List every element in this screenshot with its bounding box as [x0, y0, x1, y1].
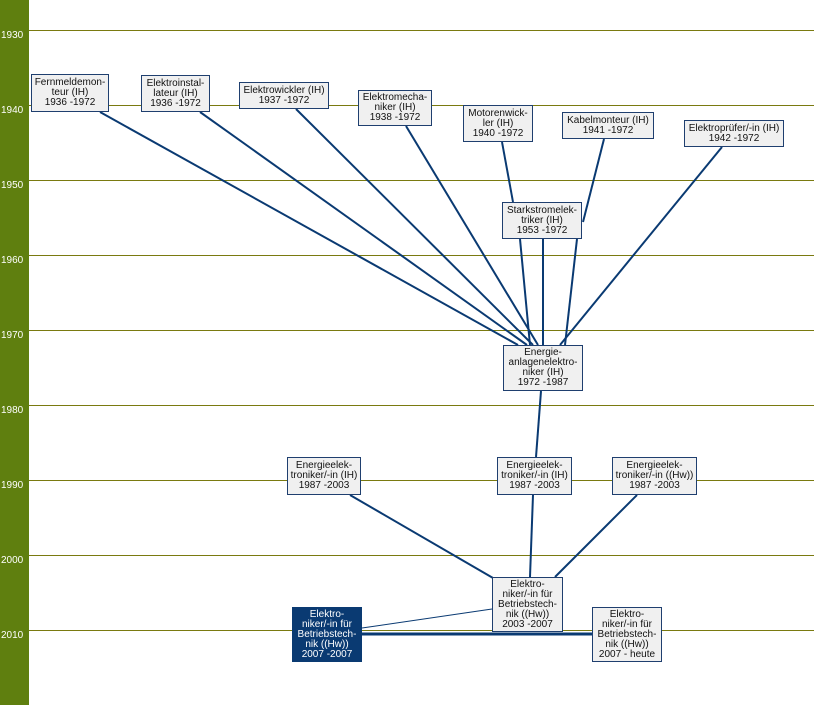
- occupation-node[interactable]: Kabelmonteur (IH)1941 -1972: [562, 112, 654, 139]
- occupation-node[interactable]: Elektrowickler (IH)1937 -1972: [239, 82, 329, 109]
- node-title: Energieelek- troniker/-in ((Hw)): [615, 460, 694, 481]
- node-title: Energieelek- troniker/-in (IH): [290, 460, 358, 481]
- node-period: 1936 -1972: [44, 97, 96, 108]
- occupation-node[interactable]: Elektromecha- niker (IH)1938 -1972: [358, 90, 432, 126]
- link: [529, 494, 534, 578]
- occupation-node[interactable]: Energieelek- troniker/-in ((Hw))1987 -20…: [612, 457, 697, 495]
- occupation-node[interactable]: Elektro- niker/-in für Betriebstech- nik…: [592, 607, 662, 662]
- year-gridline: [29, 480, 814, 481]
- link: [554, 494, 638, 578]
- occupation-node[interactable]: Elektroprüfer/-in (IH)1942 -1972: [684, 120, 784, 147]
- occupation-node[interactable]: Elektro- niker/-in für Betriebstech- nik…: [492, 577, 563, 632]
- link: [295, 108, 534, 346]
- year-gridline: [29, 630, 814, 631]
- year-label: 1940: [1, 105, 24, 116]
- year-gridline: [29, 30, 814, 31]
- occupation-node[interactable]: Energieelek- troniker/-in (IH)1987 -2003: [497, 457, 572, 495]
- node-title: Starkstromelek- triker (IH): [506, 204, 577, 226]
- link: [405, 125, 539, 346]
- node-title: Elektrowickler (IH): [243, 84, 325, 96]
- link: [519, 238, 531, 346]
- year-gridline: [29, 555, 814, 556]
- year-label: 1950: [1, 180, 24, 191]
- link: [559, 146, 723, 346]
- occupation-node[interactable]: Energieelek- troniker/-in (IH)1987 -2003: [287, 457, 361, 495]
- year-gridline: [29, 255, 814, 256]
- node-period: 1937 -1972: [258, 94, 310, 106]
- year-label: 1960: [1, 255, 24, 266]
- link: [564, 238, 578, 346]
- link: [361, 608, 493, 629]
- link: [535, 390, 542, 458]
- node-period: 2007 -2007: [301, 648, 353, 660]
- node-period: 1972 -1987: [517, 377, 569, 388]
- node-period: 1942 -1972: [708, 132, 760, 144]
- link: [349, 494, 494, 579]
- year-gridline: [29, 330, 814, 331]
- node-title: Elektromecha- niker (IH): [362, 92, 428, 113]
- year-gridline: [29, 180, 814, 181]
- node-title: Motorenwick- ler (IH): [468, 107, 528, 129]
- year-label: 1970: [1, 330, 24, 341]
- link: [99, 111, 519, 346]
- year-label: 2010: [1, 630, 24, 641]
- node-period: 1987 -2003: [298, 480, 350, 491]
- link: [501, 141, 514, 203]
- year-gridline: [29, 405, 814, 406]
- occupation-node[interactable]: Energie- anlagenelektro- niker (IH)1972 …: [503, 345, 583, 391]
- node-title: Elektroprüfer/-in (IH): [688, 122, 780, 134]
- occupation-node[interactable]: Elektroinstal- lateur (IH)1936 -1972: [141, 75, 210, 112]
- node-period: 1938 -1972: [369, 112, 421, 123]
- node-title: Fernmeldemon- teur (IH): [34, 77, 106, 98]
- node-title: Energie- anlagenelektro- niker (IH): [508, 347, 578, 378]
- node-title: Elektro- niker/-in für Betriebstech- nik…: [597, 608, 657, 650]
- link: [199, 111, 528, 346]
- node-title: Kabelmonteur (IH): [567, 114, 649, 126]
- occupation-node[interactable]: Motorenwick- ler (IH)1940 -1972: [463, 105, 533, 142]
- node-title: Elektroinstal- lateur (IH): [146, 77, 205, 99]
- node-period: 1987 -2003: [509, 480, 560, 491]
- year-axis: [0, 0, 29, 705]
- link: [582, 138, 605, 223]
- year-label: 1980: [1, 405, 24, 416]
- node-period: 1987 -2003: [629, 480, 680, 491]
- node-period: 2007 - heute: [598, 648, 656, 660]
- node-period: 1953 -1972: [516, 224, 568, 236]
- year-label: 1930: [1, 30, 24, 41]
- node-title: Elektro- niker/-in für Betriebstech- nik…: [297, 608, 357, 650]
- occupation-node[interactable]: Starkstromelek- triker (IH)1953 -1972: [502, 202, 582, 239]
- occupation-node-selected[interactable]: Elektro- niker/-in für Betriebstech- nik…: [292, 607, 362, 662]
- occupation-node[interactable]: Fernmeldemon- teur (IH)1936 -1972: [31, 74, 109, 112]
- node-period: 1940 -1972: [472, 127, 524, 139]
- year-label: 2000: [1, 555, 24, 566]
- node-title: Energieelek- troniker/-in (IH): [501, 460, 568, 481]
- node-title: Elektro- niker/-in für Betriebstech- nik…: [498, 578, 557, 620]
- node-period: 2003 -2007: [502, 618, 553, 630]
- node-period: 1941 -1972: [582, 124, 634, 136]
- node-period: 1936 -1972: [150, 97, 201, 109]
- year-label: 1990: [1, 480, 24, 491]
